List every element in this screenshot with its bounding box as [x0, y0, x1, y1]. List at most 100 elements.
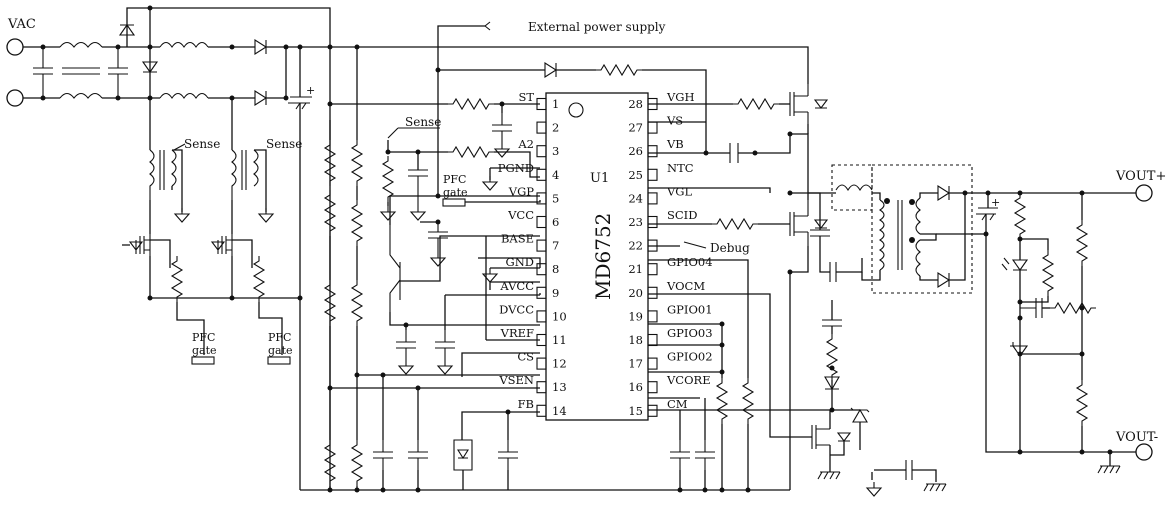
transformer — [808, 164, 973, 294]
ic-pin-name: DVCC — [499, 302, 534, 316]
pin1-marker-icon — [568, 102, 584, 118]
svg-text:PFC: PFC — [443, 173, 466, 186]
sense-dividers — [300, 47, 790, 493]
ic-pin-name: GPIO02 — [667, 350, 713, 364]
ic-pin-number: 6 — [552, 215, 559, 229]
ic-pin-name: GND — [506, 255, 534, 269]
ic-pin-number: 21 — [628, 262, 643, 276]
ic-pin-name: NTC — [667, 161, 694, 175]
pfc-gate-ic-connector[interactable] — [442, 198, 466, 207]
ic-pin-number: 3 — [552, 144, 559, 158]
ic-pin-number: 4 — [552, 168, 559, 182]
vout-minus-label: VOUT- — [1115, 430, 1158, 445]
ic-pin-name: VGP — [508, 184, 534, 198]
ic-pin-number: 22 — [628, 239, 643, 253]
ic-pin-17[interactable]: 17 GPIO02 — [628, 350, 712, 371]
ic-pin-number: 25 — [628, 168, 643, 182]
ic-pin-name: GPIO03 — [667, 326, 713, 340]
ic-designator: U1 — [590, 171, 609, 186]
half-bridge: Debug — [648, 46, 863, 490]
ic-pin-number: 12 — [552, 357, 567, 371]
vac-terminal-l[interactable] — [6, 38, 24, 56]
vac-terminal-n[interactable] — [6, 89, 24, 107]
ic-pin-name: GPIO04 — [667, 255, 713, 269]
ic-pin-number: 28 — [628, 97, 643, 111]
ic-pin-name: VB — [666, 137, 684, 151]
ic-pin-25[interactable]: 25 NTC — [628, 161, 693, 182]
ic-pin-21[interactable]: 21 GPIO04 — [628, 255, 712, 276]
ic-pin-name: VGL — [666, 184, 692, 198]
sense-right-label: Sense — [266, 137, 302, 151]
ic-pin-5[interactable]: 5 VGP — [508, 184, 560, 205]
ic-pin-number: 13 — [552, 380, 567, 394]
ic-pin-name: SCID — [667, 208, 697, 222]
ic-pin-15[interactable]: 15 CM — [628, 397, 687, 418]
ic-pin-number: 18 — [628, 333, 643, 347]
ic-pin-name: VSEN — [498, 373, 534, 387]
ic-pin-name: BASE — [501, 232, 534, 246]
pfc-gate-left-connector[interactable] — [191, 356, 215, 365]
vcc-network: External power supply Sense PFC gate — [380, 20, 707, 490]
ic-pin-20[interactable]: 20 VOCM — [628, 279, 705, 300]
ic-pin-name: VS — [666, 114, 683, 128]
ic-pin-number: 15 — [628, 404, 643, 418]
ic-pin-name: VREF — [500, 326, 534, 340]
ic-pin-23[interactable]: 23 SCID — [628, 208, 697, 229]
ic-pin-name: GPIO01 — [667, 302, 713, 316]
ic-pin-number: 5 — [552, 191, 559, 205]
external-supply-label: External power supply — [528, 20, 666, 34]
ic-pin-8[interactable]: 8 GND — [506, 255, 560, 276]
secondary-output: + VOUT+ VOUT- — [936, 169, 1166, 474]
vout-plus-label: VOUT+ — [1115, 169, 1166, 184]
ic-pin-name: FB — [518, 397, 534, 411]
resonant-boundary — [831, 164, 873, 211]
ac-input-section: VAC — [6, 17, 150, 107]
ic-pin-number: 17 — [628, 357, 643, 371]
ic-pin-1[interactable]: 1ST — [518, 90, 559, 111]
ic-pin-name: VOCM — [666, 279, 705, 293]
controller-ic: U1 MD6752 1ST23A24PGND5VGP6VCC7BASE8GND9… — [498, 90, 713, 421]
vout-plus-terminal[interactable] — [1135, 184, 1153, 202]
svg-text:PFC: PFC — [268, 331, 291, 344]
ic-pin-number: 23 — [628, 215, 643, 229]
ic-pin-name: CM — [667, 397, 688, 411]
svg-text:gate: gate — [268, 344, 293, 357]
ic-pin-number: 8 — [552, 262, 559, 276]
ic-pin-number: 20 — [628, 286, 643, 300]
debug-label: Debug — [710, 241, 750, 255]
ic-pin-name: AVCC — [499, 279, 534, 293]
pfc-leg-left: Sense PFC gate — [122, 98, 300, 365]
ic-pin-26[interactable]: 26 VB — [628, 137, 683, 158]
ic-pin-name: CS — [517, 350, 534, 364]
protection-circuit — [648, 259, 947, 497]
ic-pin-18[interactable]: 18 GPIO03 — [628, 326, 712, 347]
ic-body[interactable] — [545, 92, 649, 421]
ic-pin-2[interactable]: 2 — [536, 121, 559, 135]
pfc-gate-right-connector[interactable] — [267, 356, 291, 365]
ic-pin-number: 16 — [628, 380, 643, 394]
svg-text:+: + — [991, 196, 1000, 209]
ic-pin-name: VCC — [507, 208, 534, 222]
ic-pin-number: 2 — [552, 121, 559, 135]
ic-pin-12[interactable]: 12 CS — [517, 350, 566, 371]
ic-pin-3[interactable]: 3 A2 — [517, 137, 559, 158]
ic-pin-13[interactable]: 13 VSEN — [498, 373, 566, 394]
ic-pin-number: 26 — [628, 144, 643, 158]
svg-text:gate: gate — [443, 186, 468, 199]
ic-pin-name: A2 — [517, 137, 534, 151]
vout-minus-terminal[interactable] — [1135, 443, 1153, 461]
ic-pin-6[interactable]: 6 VCC — [507, 208, 559, 229]
ic-pin-number: 1 — [552, 97, 559, 111]
svg-text:gate: gate — [192, 344, 217, 357]
sense-top-label: Sense — [405, 115, 441, 129]
